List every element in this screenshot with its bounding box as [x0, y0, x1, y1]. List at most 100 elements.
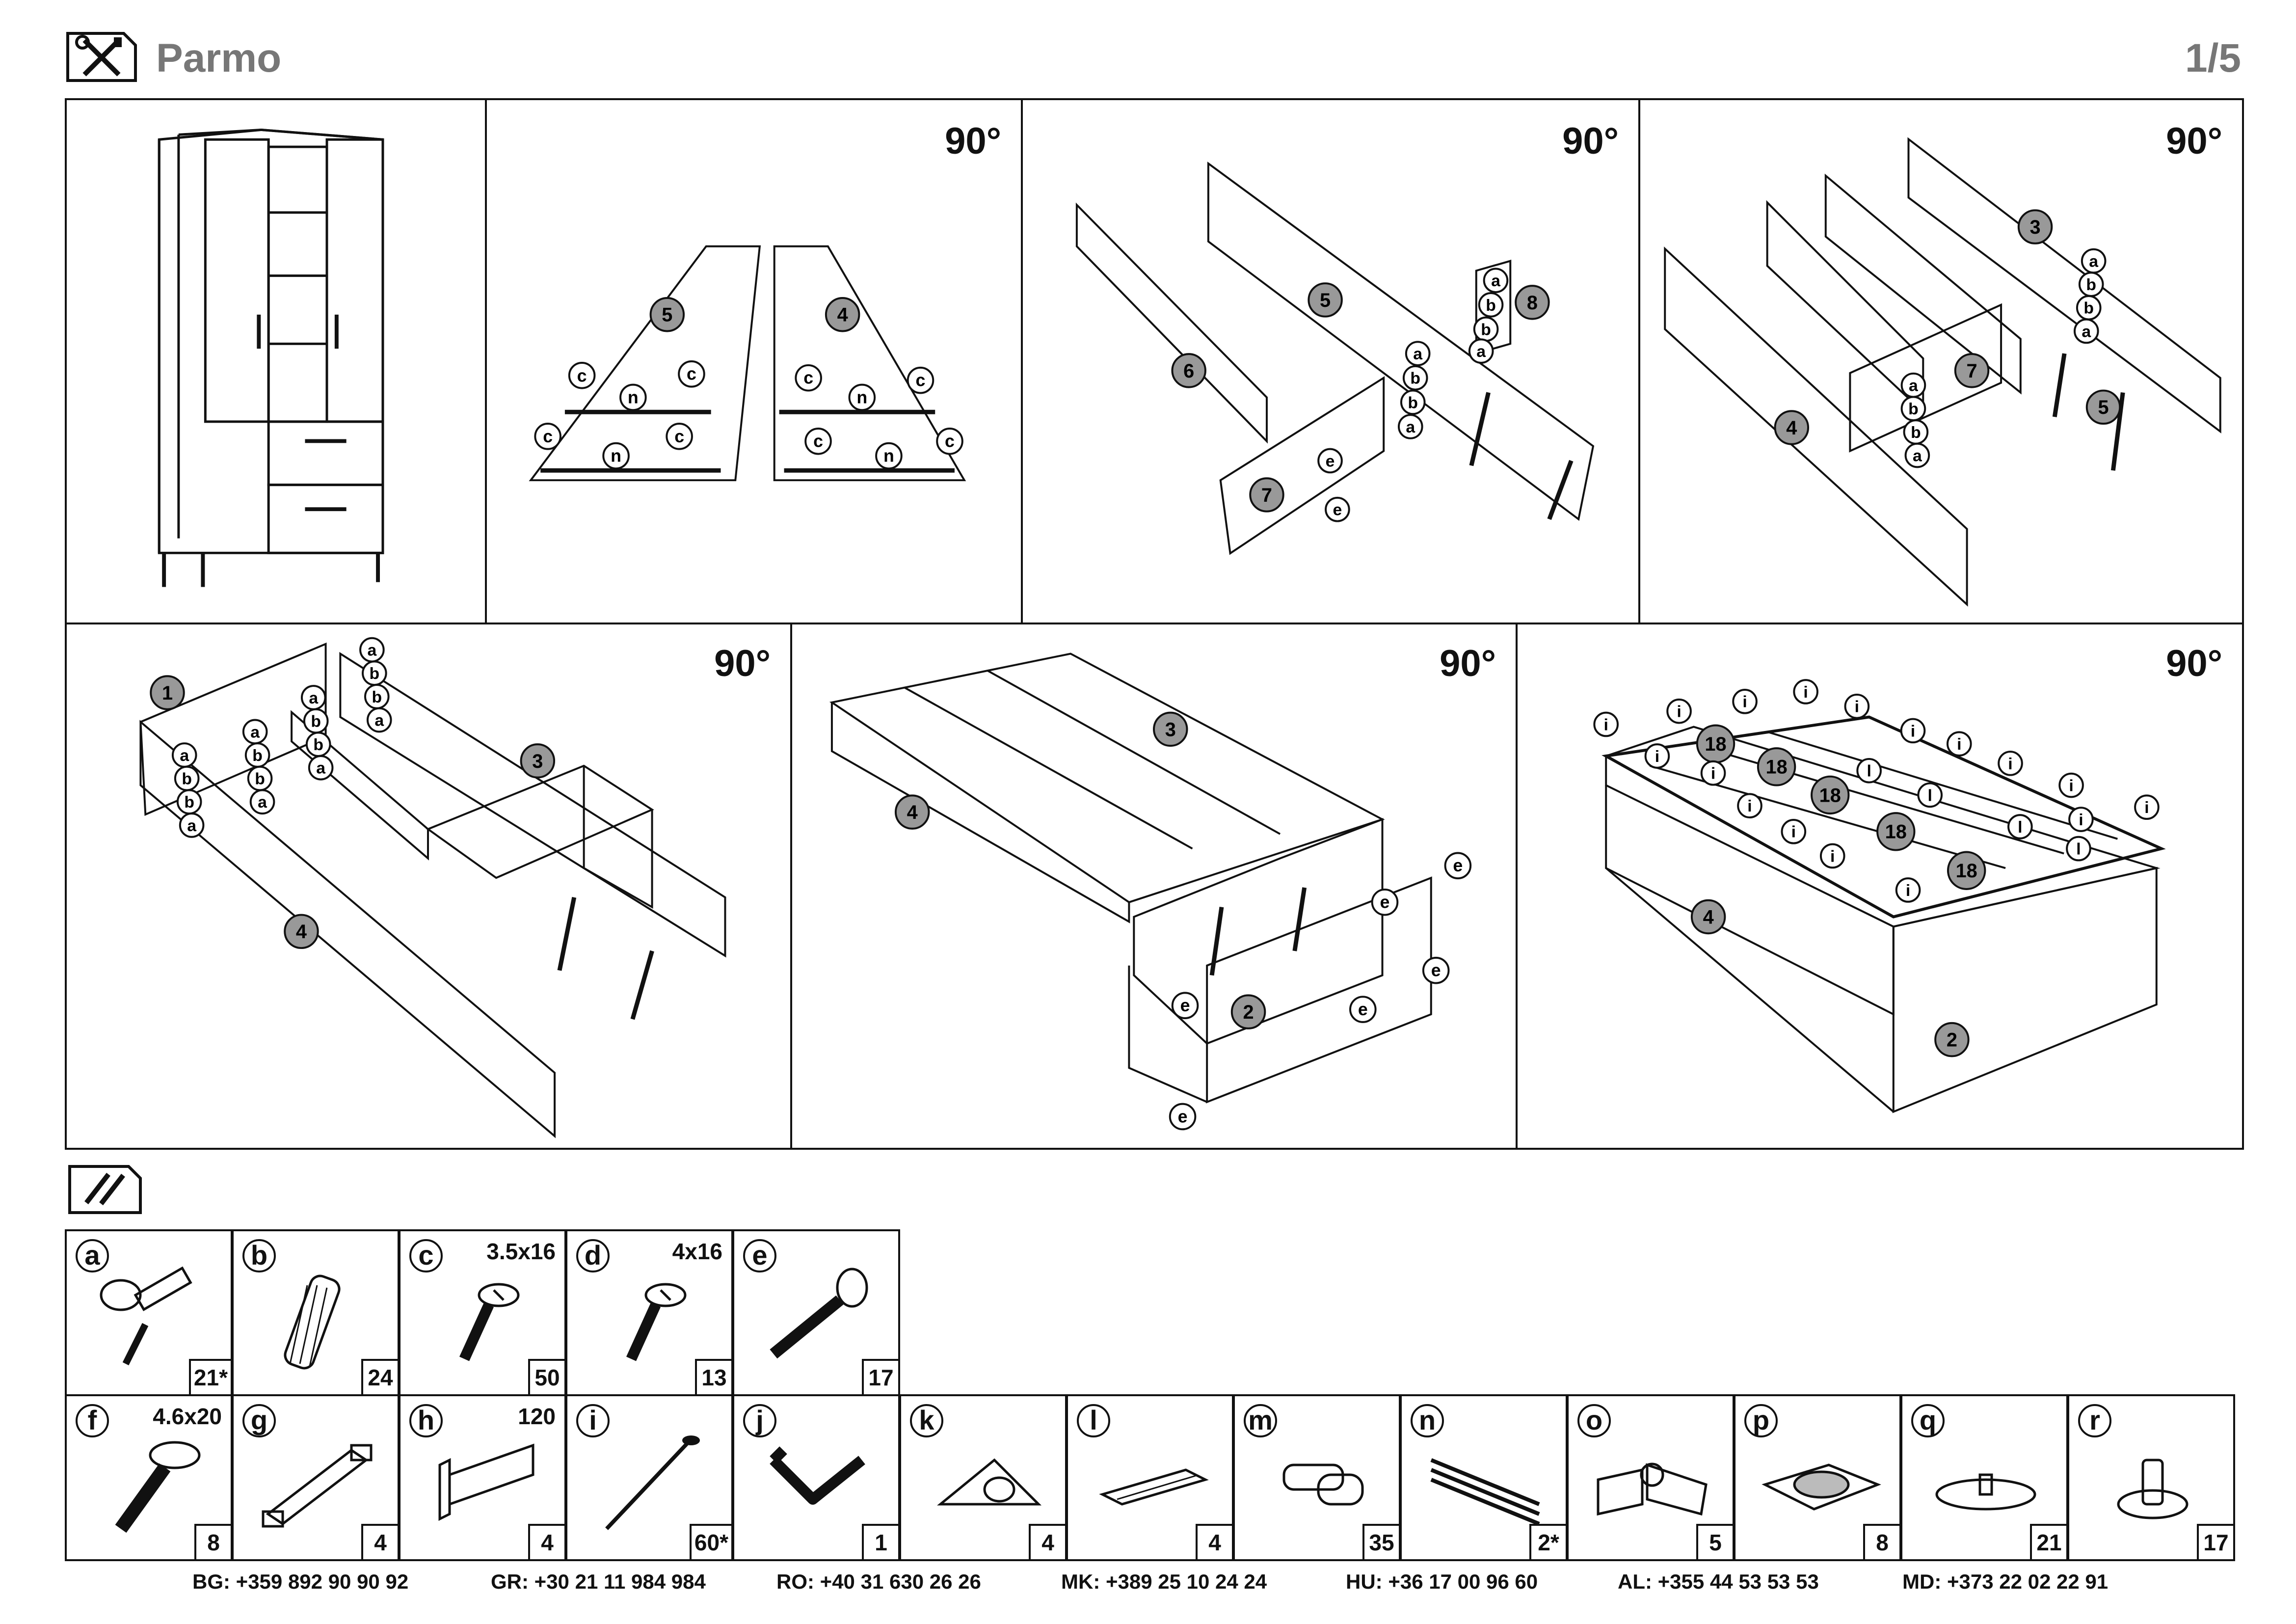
rotate-90-icon: 90° — [2166, 643, 2222, 684]
part-letter: p — [1744, 1404, 1778, 1437]
bolt-icon — [115, 1441, 201, 1533]
plug-icon — [2117, 1459, 2189, 1519]
part-letter: b — [242, 1239, 276, 1272]
part-letter: l — [1077, 1404, 1110, 1437]
rotate-90-icon: 90° — [2166, 120, 2222, 162]
svg-text:i: i — [1747, 797, 1752, 815]
part-quantity: 5 — [1696, 1524, 1733, 1559]
svg-text:b: b — [372, 688, 382, 706]
svg-text:a: a — [250, 723, 260, 741]
svg-text:a: a — [1491, 271, 1500, 290]
contact-gr: GR: +30 21 11 984 984 — [491, 1570, 706, 1593]
svg-text:c: c — [916, 371, 926, 390]
svg-text:b: b — [370, 664, 380, 683]
part-size: 120 — [518, 1404, 556, 1429]
part-quantity: 17 — [862, 1359, 898, 1394]
svg-text:l: l — [1928, 786, 1932, 805]
bracket-icon — [438, 1443, 534, 1521]
svg-text:e: e — [1333, 501, 1342, 519]
svg-text:8: 8 — [1527, 292, 1538, 314]
label-part-5: 5 — [662, 304, 672, 326]
svg-text:a: a — [374, 711, 384, 730]
svg-text:3: 3 — [532, 751, 543, 772]
svg-text:i: i — [1911, 722, 1915, 740]
svg-text:a: a — [2082, 322, 2091, 341]
svg-text:1: 1 — [162, 682, 173, 704]
rotate-90-icon: 90° — [945, 120, 1001, 162]
part-letter: j — [743, 1404, 776, 1437]
svg-text:e: e — [1380, 893, 1390, 912]
part-letter: i — [576, 1404, 610, 1437]
svg-text:i: i — [1830, 847, 1835, 866]
svg-text:c: c — [803, 368, 813, 388]
svg-text:b: b — [184, 793, 194, 812]
svg-text:i: i — [1855, 698, 1859, 716]
rotate-90-icon: 90° — [714, 643, 771, 684]
bumper-icon — [1935, 1473, 2036, 1511]
svg-text:7: 7 — [1261, 485, 1272, 506]
part-letter: a — [76, 1239, 109, 1272]
part-cell-i: i 60* — [565, 1394, 733, 1561]
svg-text:7: 7 — [1966, 360, 1977, 382]
svg-text:4: 4 — [1703, 906, 1714, 928]
joint-strip-icon — [1099, 1468, 1209, 1506]
svg-text:a: a — [1476, 342, 1486, 361]
svg-text:b: b — [1481, 320, 1491, 339]
drawer-rail-icon — [1430, 1458, 1540, 1526]
svg-text:b: b — [313, 735, 323, 754]
svg-text:b: b — [1408, 393, 1418, 412]
svg-text:2: 2 — [1243, 1001, 1254, 1023]
svg-text:a: a — [367, 641, 376, 660]
svg-text:c: c — [945, 432, 955, 451]
nail-icon — [605, 1435, 700, 1530]
part-quantity: 50 — [528, 1359, 564, 1394]
part-quantity: 13 — [695, 1359, 731, 1394]
glide-pad-icon — [1762, 1463, 1881, 1511]
part-quantity: 1 — [862, 1524, 898, 1559]
svg-text:4: 4 — [296, 921, 307, 943]
svg-text:n: n — [611, 446, 621, 465]
svg-text:l: l — [2076, 839, 2081, 858]
svg-text:b: b — [2083, 299, 2094, 318]
svg-text:b: b — [1410, 369, 1420, 388]
svg-text:i: i — [2008, 755, 2012, 773]
svg-text:2: 2 — [1947, 1029, 1957, 1051]
svg-text:e: e — [1326, 452, 1335, 470]
svg-text:a: a — [180, 746, 189, 765]
screw-icon — [626, 1283, 687, 1361]
svg-text:18: 18 — [1705, 733, 1726, 755]
svg-text:e: e — [1180, 996, 1190, 1015]
part-quantity: 60* — [689, 1524, 731, 1559]
svg-text:6: 6 — [1183, 360, 1194, 382]
svg-text:b: b — [1908, 400, 1919, 418]
part-quantity: 35 — [1362, 1524, 1399, 1559]
svg-text:e: e — [1178, 1107, 1188, 1126]
svg-text:i: i — [1791, 823, 1796, 841]
svg-text:a: a — [1909, 377, 1918, 395]
dowel-icon — [284, 1274, 341, 1370]
svg-text:e: e — [1453, 856, 1463, 875]
svg-text:a: a — [258, 793, 267, 812]
svg-text:i: i — [1742, 693, 1747, 711]
part-quantity: 4 — [361, 1524, 398, 1559]
part-letter: o — [1577, 1404, 1611, 1437]
svg-text:18: 18 — [1819, 785, 1841, 806]
svg-text:b: b — [255, 770, 265, 788]
contact-mk: MK: +389 25 10 24 24 — [1061, 1570, 1267, 1593]
contact-bg: BG: +359 892 90 90 92 — [192, 1570, 409, 1593]
svg-text:e: e — [1358, 1000, 1368, 1019]
part-quantity: 4 — [1196, 1524, 1232, 1559]
svg-text:i: i — [1655, 747, 1659, 766]
svg-text:18: 18 — [1766, 757, 1788, 778]
cam-lock-icon — [100, 1266, 192, 1366]
part-letter: q — [1911, 1404, 1945, 1437]
